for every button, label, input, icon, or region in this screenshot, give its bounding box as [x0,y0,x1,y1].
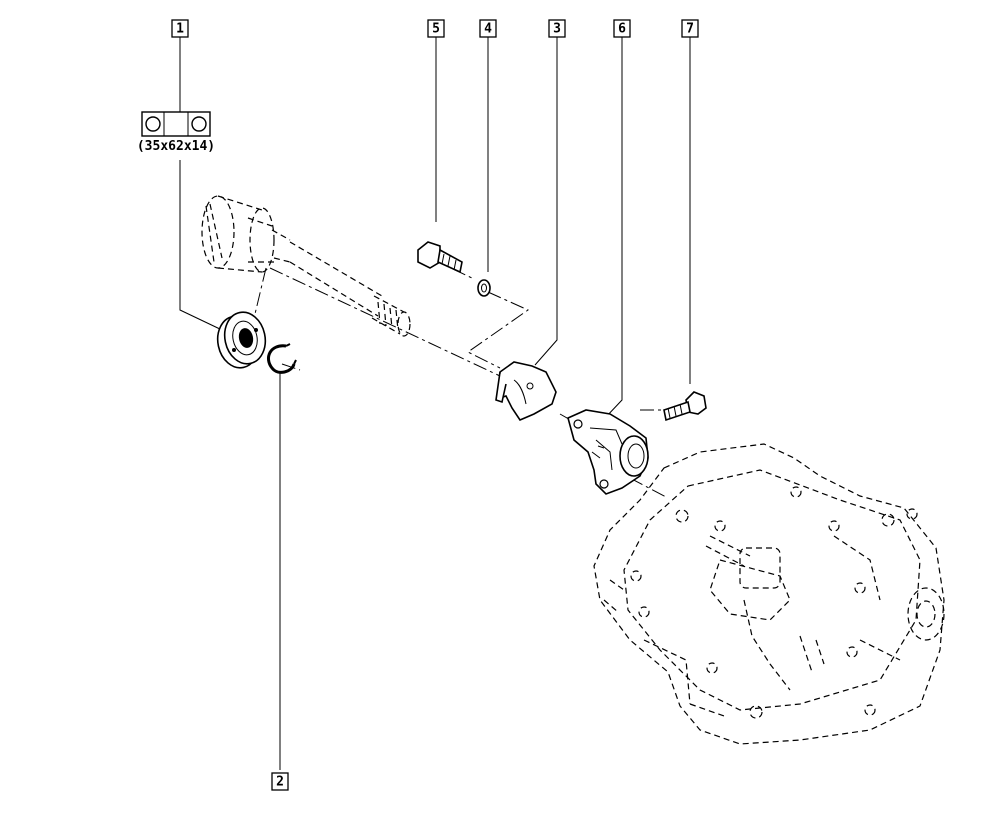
callout-6-label: 6 [618,22,626,37]
bolt-icon [417,241,463,274]
callout-3-label: 3 [553,22,561,37]
bearing-symbol-icon [141,111,211,137]
leader-lines [179,36,691,770]
washer-icon [477,279,491,297]
callout-5-label: 5 [432,22,440,37]
bolt-icon-7 [663,391,707,422]
circlip-icon [267,343,297,374]
callout-2: 2 [271,772,289,791]
callout-3: 3 [548,19,566,38]
driveshaft-icon [201,195,411,337]
bearing-icon [216,311,267,369]
callout-5: 5 [427,19,445,38]
callout-1: 1 [171,19,189,38]
bearing-carrier-icon [567,409,649,495]
callout-4: 4 [479,19,497,38]
callout-6: 6 [613,19,631,38]
callout-4-label: 4 [484,22,492,37]
callout-2-label: 2 [276,775,284,790]
gearbox-housing-icon [593,443,945,745]
bracket-icon [495,361,557,421]
bearing-spec-label: (35x62x14) [137,139,215,154]
callout-7: 7 [681,19,699,38]
callout-7-label: 7 [686,22,694,37]
callout-1-label: 1 [176,22,184,37]
